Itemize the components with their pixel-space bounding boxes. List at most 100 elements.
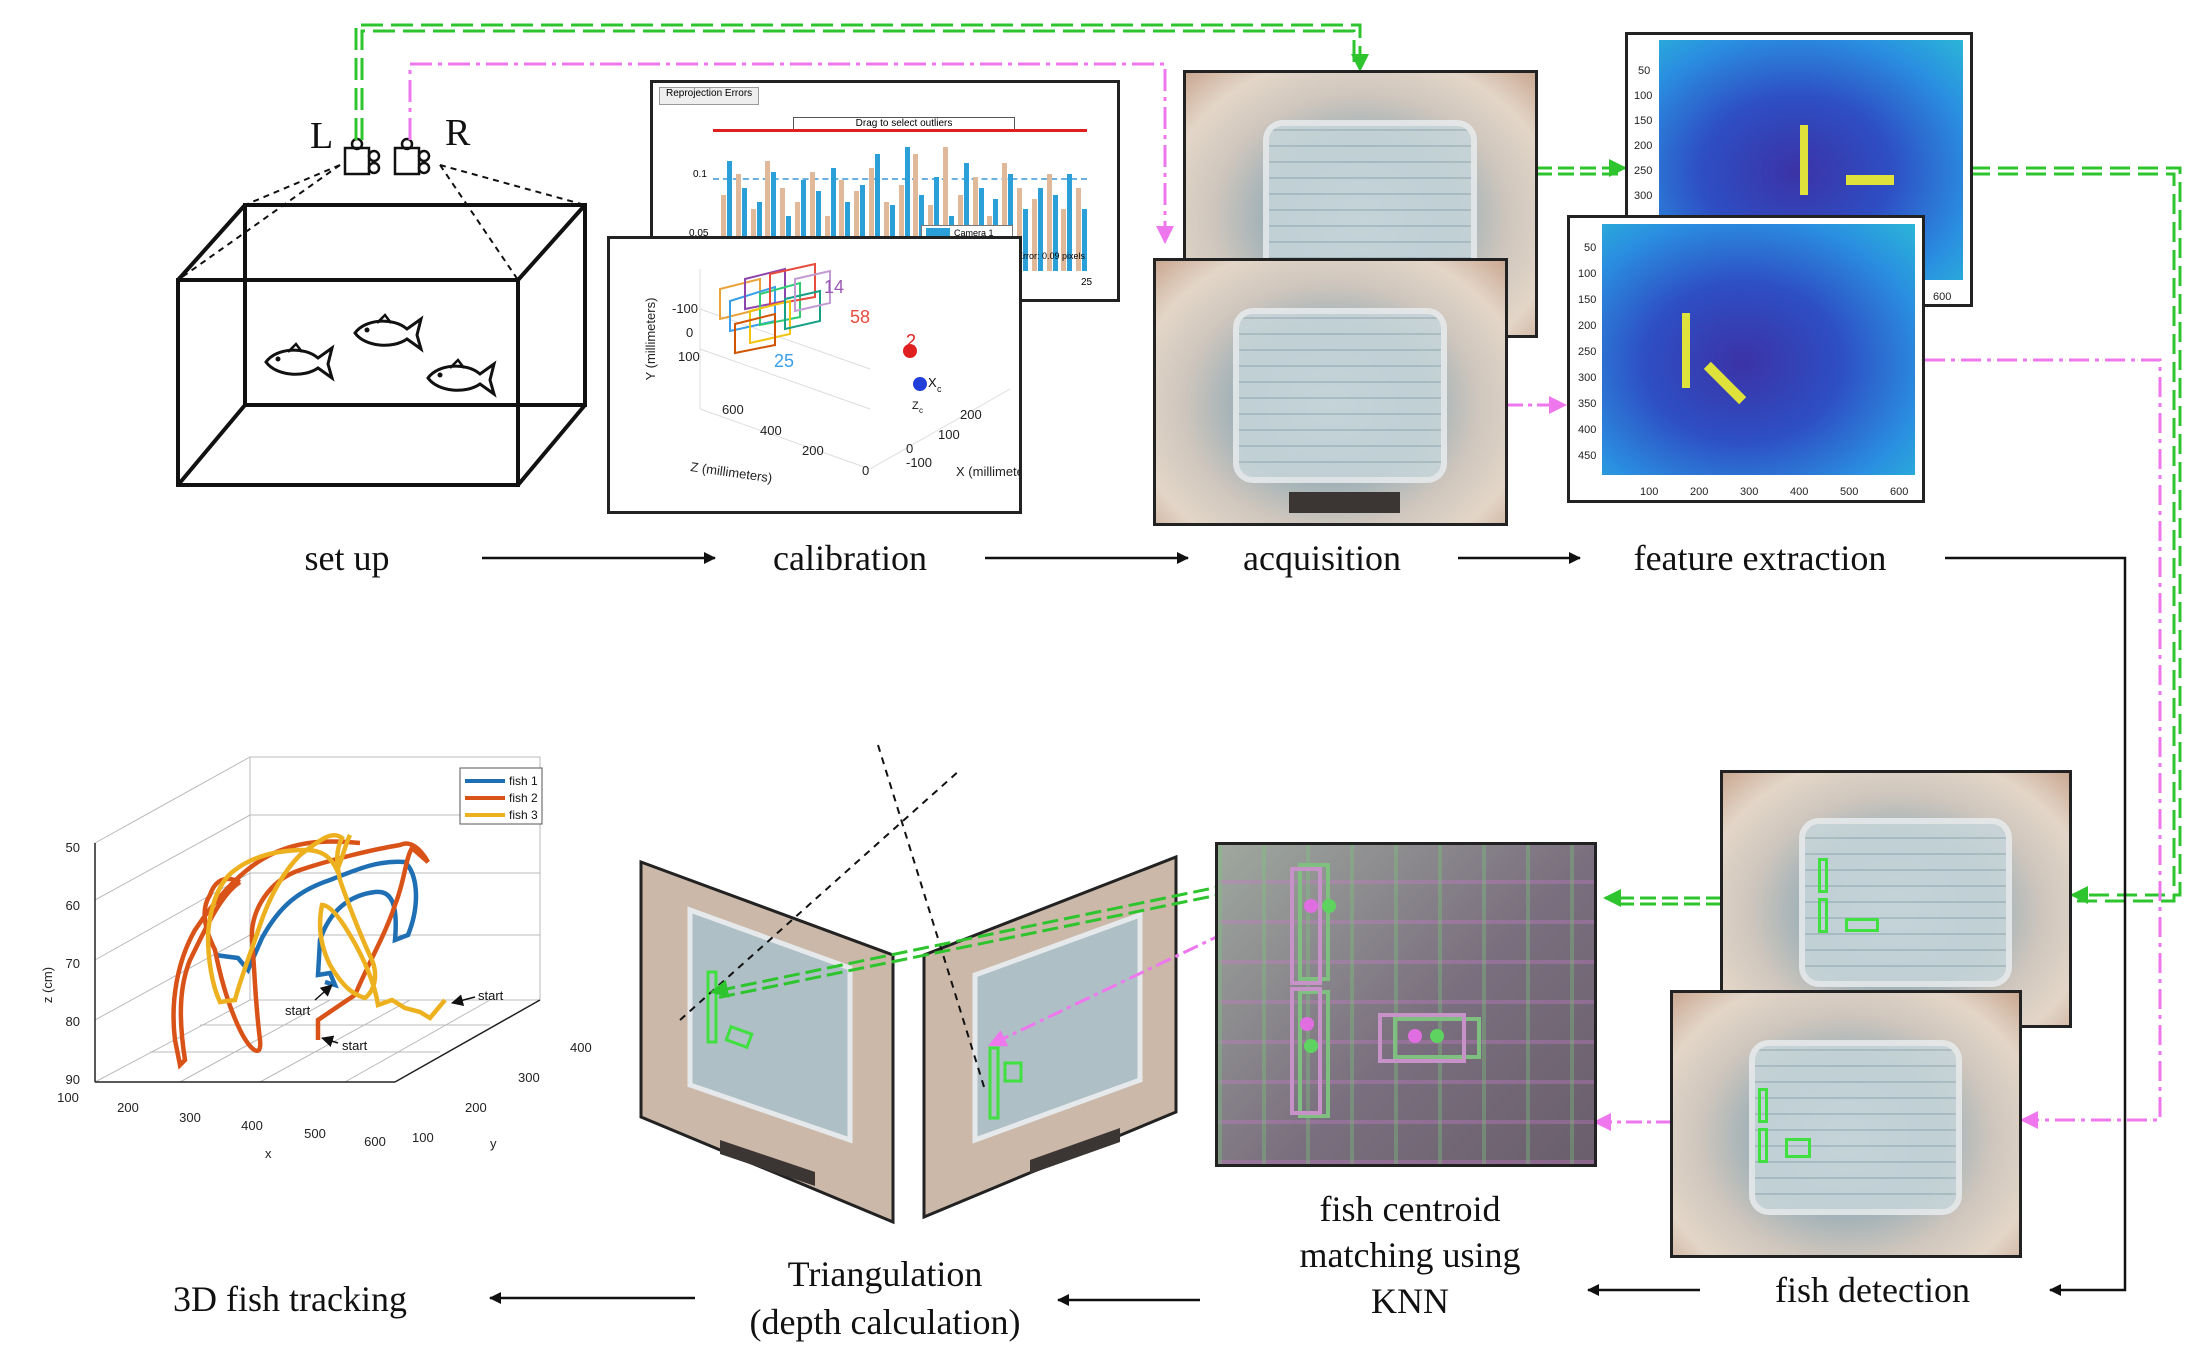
triangulation-left-plane xyxy=(639,859,895,1225)
error-bar xyxy=(830,167,836,271)
camera-left-label: L xyxy=(310,115,333,157)
error-bar xyxy=(1082,208,1088,271)
y-axis-label: y xyxy=(490,1136,497,1151)
error-bar xyxy=(913,153,919,271)
matching-to-left-plane-green-line-2 xyxy=(715,886,1253,1000)
x-tick-label: 200 xyxy=(1690,486,1709,498)
error-bar xyxy=(898,185,904,271)
z-tick-labels: 50 60 70 80 90 xyxy=(66,840,80,1087)
y-tick-label: 300 xyxy=(518,1070,540,1085)
error-bar xyxy=(860,185,866,271)
error-bar xyxy=(1076,188,1082,271)
legend-label-fish-3: fish 3 xyxy=(509,808,538,822)
legend-swatch xyxy=(926,228,950,236)
step-label-triangulation: Triangulation (depth calculation) xyxy=(715,1250,1055,1346)
error-bar xyxy=(815,190,821,271)
step-label-calibration: calibration xyxy=(773,538,927,578)
camera-right-label: R xyxy=(445,112,471,154)
detection-right-image xyxy=(1670,990,2022,1258)
outlier-threshold-line xyxy=(713,129,1087,132)
detection-box xyxy=(1818,858,1828,893)
y-tick-label: 200 xyxy=(1634,140,1653,152)
tracking-chart: start start start fish 1 fish 2 fish 3 5… xyxy=(40,756,592,1161)
y-tick-label: 0.1 xyxy=(693,169,707,180)
z-tick-label: 400 xyxy=(760,423,782,438)
centroid-green xyxy=(1430,1029,1444,1043)
pose-number: 25 xyxy=(774,351,794,371)
banner-text: Drag to select outliers xyxy=(855,118,953,129)
x-tick-label: 400 xyxy=(1790,486,1809,498)
detection-box xyxy=(1758,1128,1768,1163)
chart-axes xyxy=(94,843,541,1083)
error-bar xyxy=(765,160,771,271)
centroid-pink xyxy=(1408,1029,1422,1043)
y-tick-label: 0 xyxy=(686,325,693,340)
pose-number: 58 xyxy=(850,307,870,327)
feature-heatmap-right: 50 100 150 200 250 300 350 400 450 100 2… xyxy=(1567,215,1925,503)
x-axis-label: x xyxy=(265,1146,272,1161)
x-tick-label: 300 xyxy=(179,1110,201,1125)
pose-number: 2 xyxy=(906,331,916,351)
y-tick-label: 400 xyxy=(1578,424,1597,436)
process-arrows xyxy=(482,552,2127,1306)
acquisition-right-image xyxy=(1153,258,1508,526)
y-tick-label: 200 xyxy=(1578,320,1597,332)
y-tick-label: 200 xyxy=(465,1100,487,1115)
x-tick-label: 600 xyxy=(364,1134,386,1149)
y-tick-label: 400 xyxy=(570,1040,592,1055)
tank-view xyxy=(1232,308,1448,483)
heatmap-plot xyxy=(1601,223,1915,475)
z-tick-label: 600 xyxy=(722,402,744,417)
camera-extrinsics-plot: 14 58 25 2 X c Z c Y (millimeters) -100 … xyxy=(643,262,1019,485)
heatmap-right-to-detection-line xyxy=(1925,358,2162,1129)
z-axis-label: Z (millimeters) xyxy=(690,459,774,485)
error-bar xyxy=(1031,199,1037,271)
z-tick-label: 90 xyxy=(66,1072,80,1087)
error-bar xyxy=(972,177,978,271)
step-label-setup: set up xyxy=(304,538,390,578)
step-label-line: matching using xyxy=(1299,1235,1521,1275)
error-bar xyxy=(1023,208,1028,271)
tank-sign xyxy=(1288,491,1401,513)
left-image-to-heatmap-line xyxy=(1536,159,1627,177)
x-tick-label: 200 xyxy=(117,1100,139,1115)
step-label-tracking: 3D fish tracking xyxy=(173,1279,407,1319)
y-tick-label: 50 xyxy=(1638,65,1651,77)
fish-icon xyxy=(353,313,423,351)
error-bar xyxy=(963,163,969,271)
tank-view xyxy=(1799,818,2012,987)
pose-number: 14 xyxy=(824,277,844,297)
triangulation-right-plane xyxy=(922,854,1178,1220)
y-tick-label: 150 xyxy=(1578,294,1597,306)
error-bar xyxy=(771,171,777,271)
extrinsics-grid xyxy=(699,269,1011,470)
detection-to-matching-green-line xyxy=(1603,889,1722,907)
centroid-matching-image xyxy=(1215,842,1597,1167)
step-label-line: KNN xyxy=(1371,1281,1449,1321)
mean-error-line xyxy=(713,178,1087,180)
tank-view xyxy=(1749,1040,1962,1215)
y-tick-label: 100 xyxy=(1578,268,1597,280)
step-label-fish-detection: fish detection xyxy=(1775,1270,1970,1310)
legend-label-fish-1: fish 1 xyxy=(509,774,538,788)
matching-to-right-plane-pink-line xyxy=(988,918,1253,1047)
y-tick-label: 450 xyxy=(1578,450,1597,462)
y-tick-label: 100 xyxy=(412,1130,434,1145)
start-label: start xyxy=(342,1038,368,1053)
axis-letter: c xyxy=(919,406,923,415)
error-bar xyxy=(741,188,747,271)
error-bar xyxy=(1002,163,1008,271)
error-bar xyxy=(934,177,940,271)
x-tick-labels: 100 200 300 400 500 600 xyxy=(57,1090,386,1149)
centroid-pink xyxy=(1300,1017,1314,1031)
detection-box xyxy=(1845,918,1879,932)
detection-box xyxy=(1818,898,1828,933)
error-bar xyxy=(869,167,874,271)
error-bar xyxy=(801,179,806,271)
step-label-acquisition: acquisition xyxy=(1243,538,1401,578)
x-tick-label: 600 xyxy=(1890,486,1909,498)
step-label-centroid-matching: fish centroid matching using KNN xyxy=(1245,1186,1575,1324)
centroid-green xyxy=(1322,899,1336,913)
error-bar xyxy=(735,174,741,271)
